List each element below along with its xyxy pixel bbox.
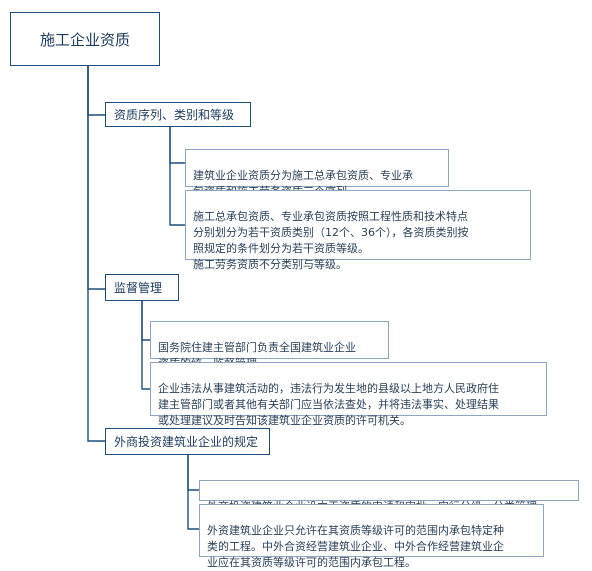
connector-foreign-item-1 (187, 454, 199, 491)
leaf-node: 外资建筑业企业只允许在其资质等级许可的范围内承包特定种 类的工程。中外合资经营建… (199, 504, 544, 569)
leaf-node: 企业违法从事建筑活动的，违法行为发生地的县级以上地方人民政府住 建主管部门或者其… (150, 362, 547, 427)
connector-seq-item-1 (169, 126, 185, 164)
connector-seq-item-2 (169, 126, 185, 226)
connector-root-foreign (87, 66, 105, 442)
category-node-seq: 资质序列、类别和等级 (105, 102, 251, 127)
root-node: 施工企业资质 (10, 12, 160, 66)
leaf-node: 施工总承包资质、专业承包资质按照工程性质和技术特点 分别划分为若干资质类别（12… (185, 190, 531, 271)
leaf-node: 外商投资建筑业企业设立于资质的申请和审批，实行分级、分类管理 (199, 480, 579, 513)
connector-foreign-item-2 (187, 454, 199, 530)
connector-root-seq (87, 66, 105, 116)
category-label: 外商投资建筑业企业的规定 (114, 435, 259, 449)
category-label: 监督管理 (114, 281, 163, 295)
category-node-foreign: 外商投资建筑业企业的规定 (105, 428, 270, 455)
leaf-text: 施工总承包资质、专业承包资质按照工程性质和技术特点 分别划分为若干资质类别（12… (193, 210, 469, 271)
leaf-node: 国务院住建主管部门负责全国建筑业企业 资质的统一监督管理。 (150, 321, 389, 370)
connector-sup-item-2 (141, 300, 150, 390)
category-node-sup: 监督管理 (105, 274, 179, 301)
category-label: 资质序列、类别和等级 (114, 108, 235, 122)
leaf-text: 企业违法从事建筑活动的，违法行为发生地的县级以上地方人民政府住 建主管部门或者其… (158, 382, 499, 427)
leaf-text: 外资建筑业企业只允许在其资质等级许可的范围内承包特定种 类的工程。中外合资经营建… (207, 524, 504, 569)
connector-sup-item-1 (141, 300, 150, 341)
connector-root-sup (87, 66, 105, 290)
root-label: 施工企业资质 (39, 30, 130, 49)
leaf-node: 建筑业企业资质分为施工总承包资质、专业承 包资质和施工劳务资质三个序列。 (185, 149, 449, 198)
